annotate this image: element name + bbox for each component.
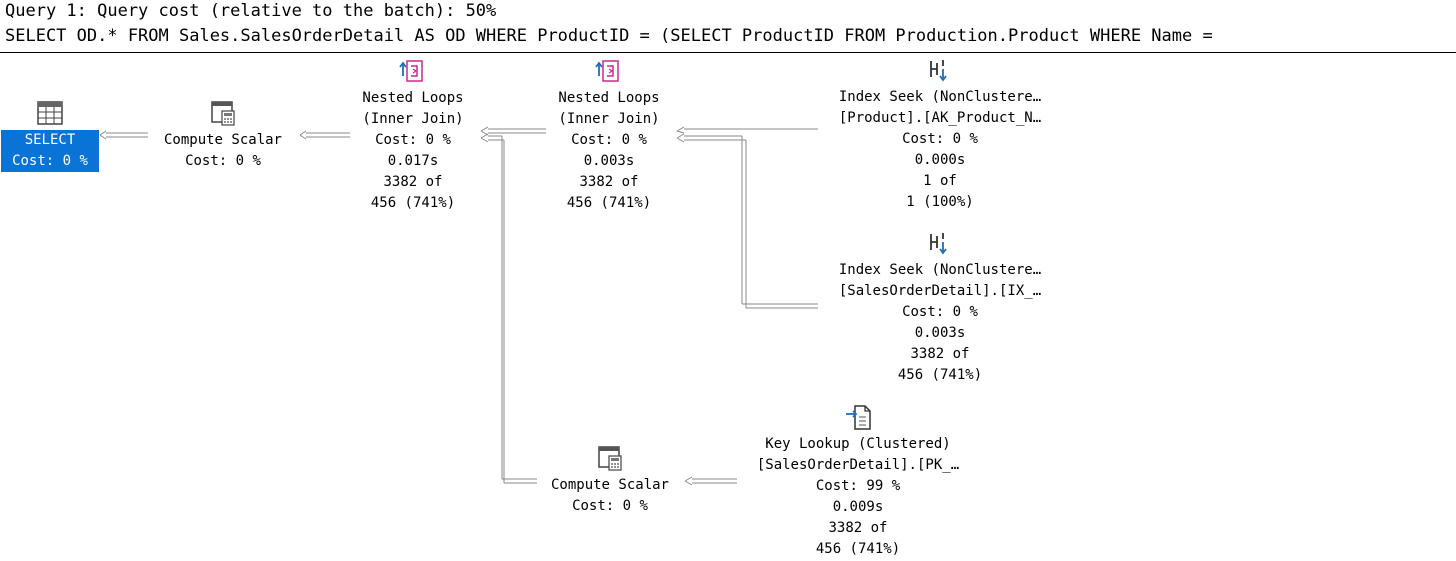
query-cost-line: Query 1: Query cost (relative to the bat… [5,1,497,21]
query-header: Query 1: Query cost (relative to the bat… [0,0,1456,52]
compute-scalar-top-operator[interactable]: Compute Scalar Cost: 0 % [148,98,298,172]
compute-scalar-bottom-label: Compute Scalar [550,477,669,493]
key-lookup-icon [846,405,871,430]
compute-scalar-top-cost: Cost: 0 % [185,153,261,169]
nested-loops-inner-rows-estimated: 456 (741%) [566,195,652,211]
index-seek-detail-operator[interactable]: Index Seek (NonClustere… [SalesOrderDeta… [815,228,1065,386]
select-cost: Cost: 0 % [1,151,99,172]
index-seek-product-rows-actual: 1 of [923,173,957,189]
nested-loops-outer-rows-actual: 3382 of [383,174,443,190]
compute-scalar-bottom-operator[interactable]: Compute Scalar Cost: 0 % [535,443,685,517]
select-label: SELECT [1,130,99,151]
index-seek-detail-time: 0.003s [914,325,966,341]
index-seek-icon [930,60,947,82]
edge-compute-scalar-to-select [99,130,148,140]
key-lookup-rows-estimated: 456 (741%) [815,541,901,557]
index-seek-detail-cost: Cost: 0 % [902,304,978,320]
index-seek-product-operator[interactable]: Index Seek (NonClustere… [Product].[AK_P… [815,55,1065,213]
nested-loops-outer-rows-estimated: 456 (741%) [370,195,456,211]
key-lookup-time: 0.009s [832,499,884,515]
nested-loops-inner-join: (Inner Join) [558,111,660,127]
key-lookup-cost: Cost: 99 % [815,478,901,494]
compute-scalar-top-label: Compute Scalar [163,132,282,148]
index-seek-detail-label: Index Seek (NonClustere… [838,262,1042,278]
key-lookup-operator[interactable]: Key Lookup (Clustered) [SalesOrderDetail… [738,402,978,560]
index-seek-product-cost: Cost: 0 % [902,131,978,147]
key-lookup-rows-actual: 3382 of [828,520,888,536]
nested-loops-inner-time: 0.003s [583,153,635,169]
nested-loops-outer-join: (Inner Join) [362,111,464,127]
table-grid-icon [37,101,63,125]
nested-loops-outer-operator[interactable]: Nested Loops (Inner Join) Cost: 0 % 0.01… [338,56,488,214]
compute-scalar-icon [598,446,622,471]
key-lookup-object: [SalesOrderDetail].[PK_… [756,457,960,473]
index-seek-icon [930,233,947,255]
header-divider [0,52,1456,53]
index-seek-product-object: [Product].[AK_Product_N… [838,110,1042,126]
nested-loops-inner-label: Nested Loops [558,90,660,106]
compute-scalar-icon [211,101,235,126]
compute-scalar-bottom-cost: Cost: 0 % [572,498,648,514]
plan-connectors [99,126,818,486]
execution-plan-canvas[interactable]: SELECT Cost: 0 % Compute Scalar Cost: 0 … [0,53,1456,561]
edge-seek-product-to-inner [676,126,818,134]
nested-loops-inner-operator[interactable]: Nested Loops (Inner Join) Cost: 0 % 0.00… [534,56,684,214]
edge-nested-inner-to-outer [480,126,546,136]
select-operator[interactable]: SELECT Cost: 0 % [0,98,100,172]
nested-loops-inner-rows-actual: 3382 of [579,174,639,190]
nested-loops-outer-time: 0.017s [387,153,439,169]
nested-loops-icon [595,60,619,82]
query-text: SELECT OD.* FROM Sales.SalesOrderDetail … [5,26,1213,46]
nested-loops-inner-cost: Cost: 0 % [571,132,647,148]
edge-seek-detail-to-inner [676,133,818,309]
edge-key-lookup-to-compute [684,476,737,486]
index-seek-detail-rows-actual: 3382 of [910,346,970,362]
edge-nested-outer-to-compute [299,130,350,140]
index-seek-product-label: Index Seek (NonClustere… [838,89,1042,105]
edge-compute-bottom-to-outer [480,133,537,484]
index-seek-detail-rows-estimated: 456 (741%) [897,367,983,383]
index-seek-product-rows-estimated: 1 (100%) [906,194,974,210]
index-seek-product-time: 0.000s [914,152,966,168]
nested-loops-outer-label: Nested Loops [362,90,464,106]
nested-loops-outer-cost: Cost: 0 % [375,132,451,148]
index-seek-detail-object: [SalesOrderDetail].[IX_… [838,283,1042,299]
nested-loops-icon [399,60,423,82]
key-lookup-label: Key Lookup (Clustered) [765,436,951,452]
